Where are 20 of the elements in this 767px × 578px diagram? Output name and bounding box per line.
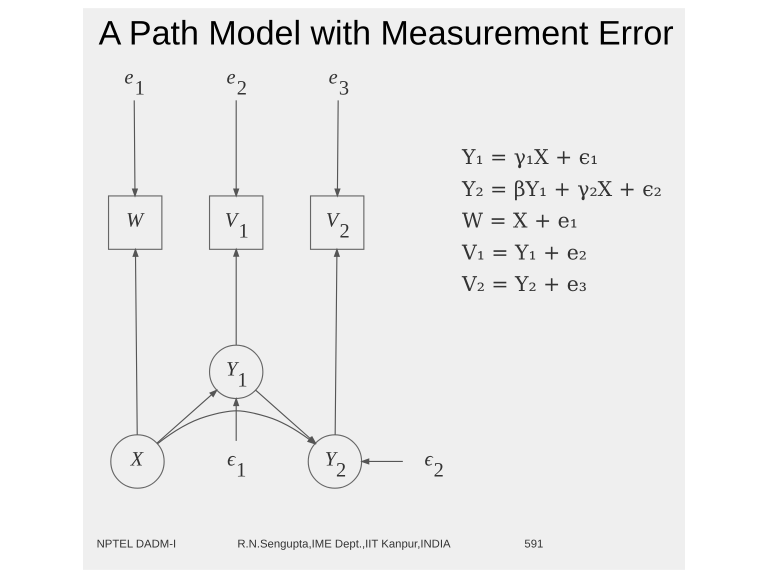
arrow [232,248,239,345]
arrow [156,389,218,444]
arrow [232,100,239,198]
label: V₁ = Y₁ + e₂ [462,240,586,264]
label: W = X + e₁ [462,208,578,233]
label: NPTEL DADM-I [96,538,176,551]
arrow [333,248,340,435]
arrow [131,100,138,198]
arrow [334,100,340,198]
label: Y₁ = γ₁X + ϵ₁ [462,145,598,170]
label: V₂ = Y₂ + e₃ [462,272,586,296]
arrow [360,458,402,465]
arrow [132,248,138,435]
node-circle: X [110,434,164,489]
label: 591 [524,538,543,551]
label: Y₂ = βY₁ + γ₂X + ϵ₂ [462,176,662,201]
label: R.N.Sengupta,IME Dept.,IIT Kanpur,INDIA [236,538,450,551]
diagram-title: A Path Model with Measurement Error [98,14,674,52]
arrow [232,397,239,441]
node-box: W [107,195,162,250]
